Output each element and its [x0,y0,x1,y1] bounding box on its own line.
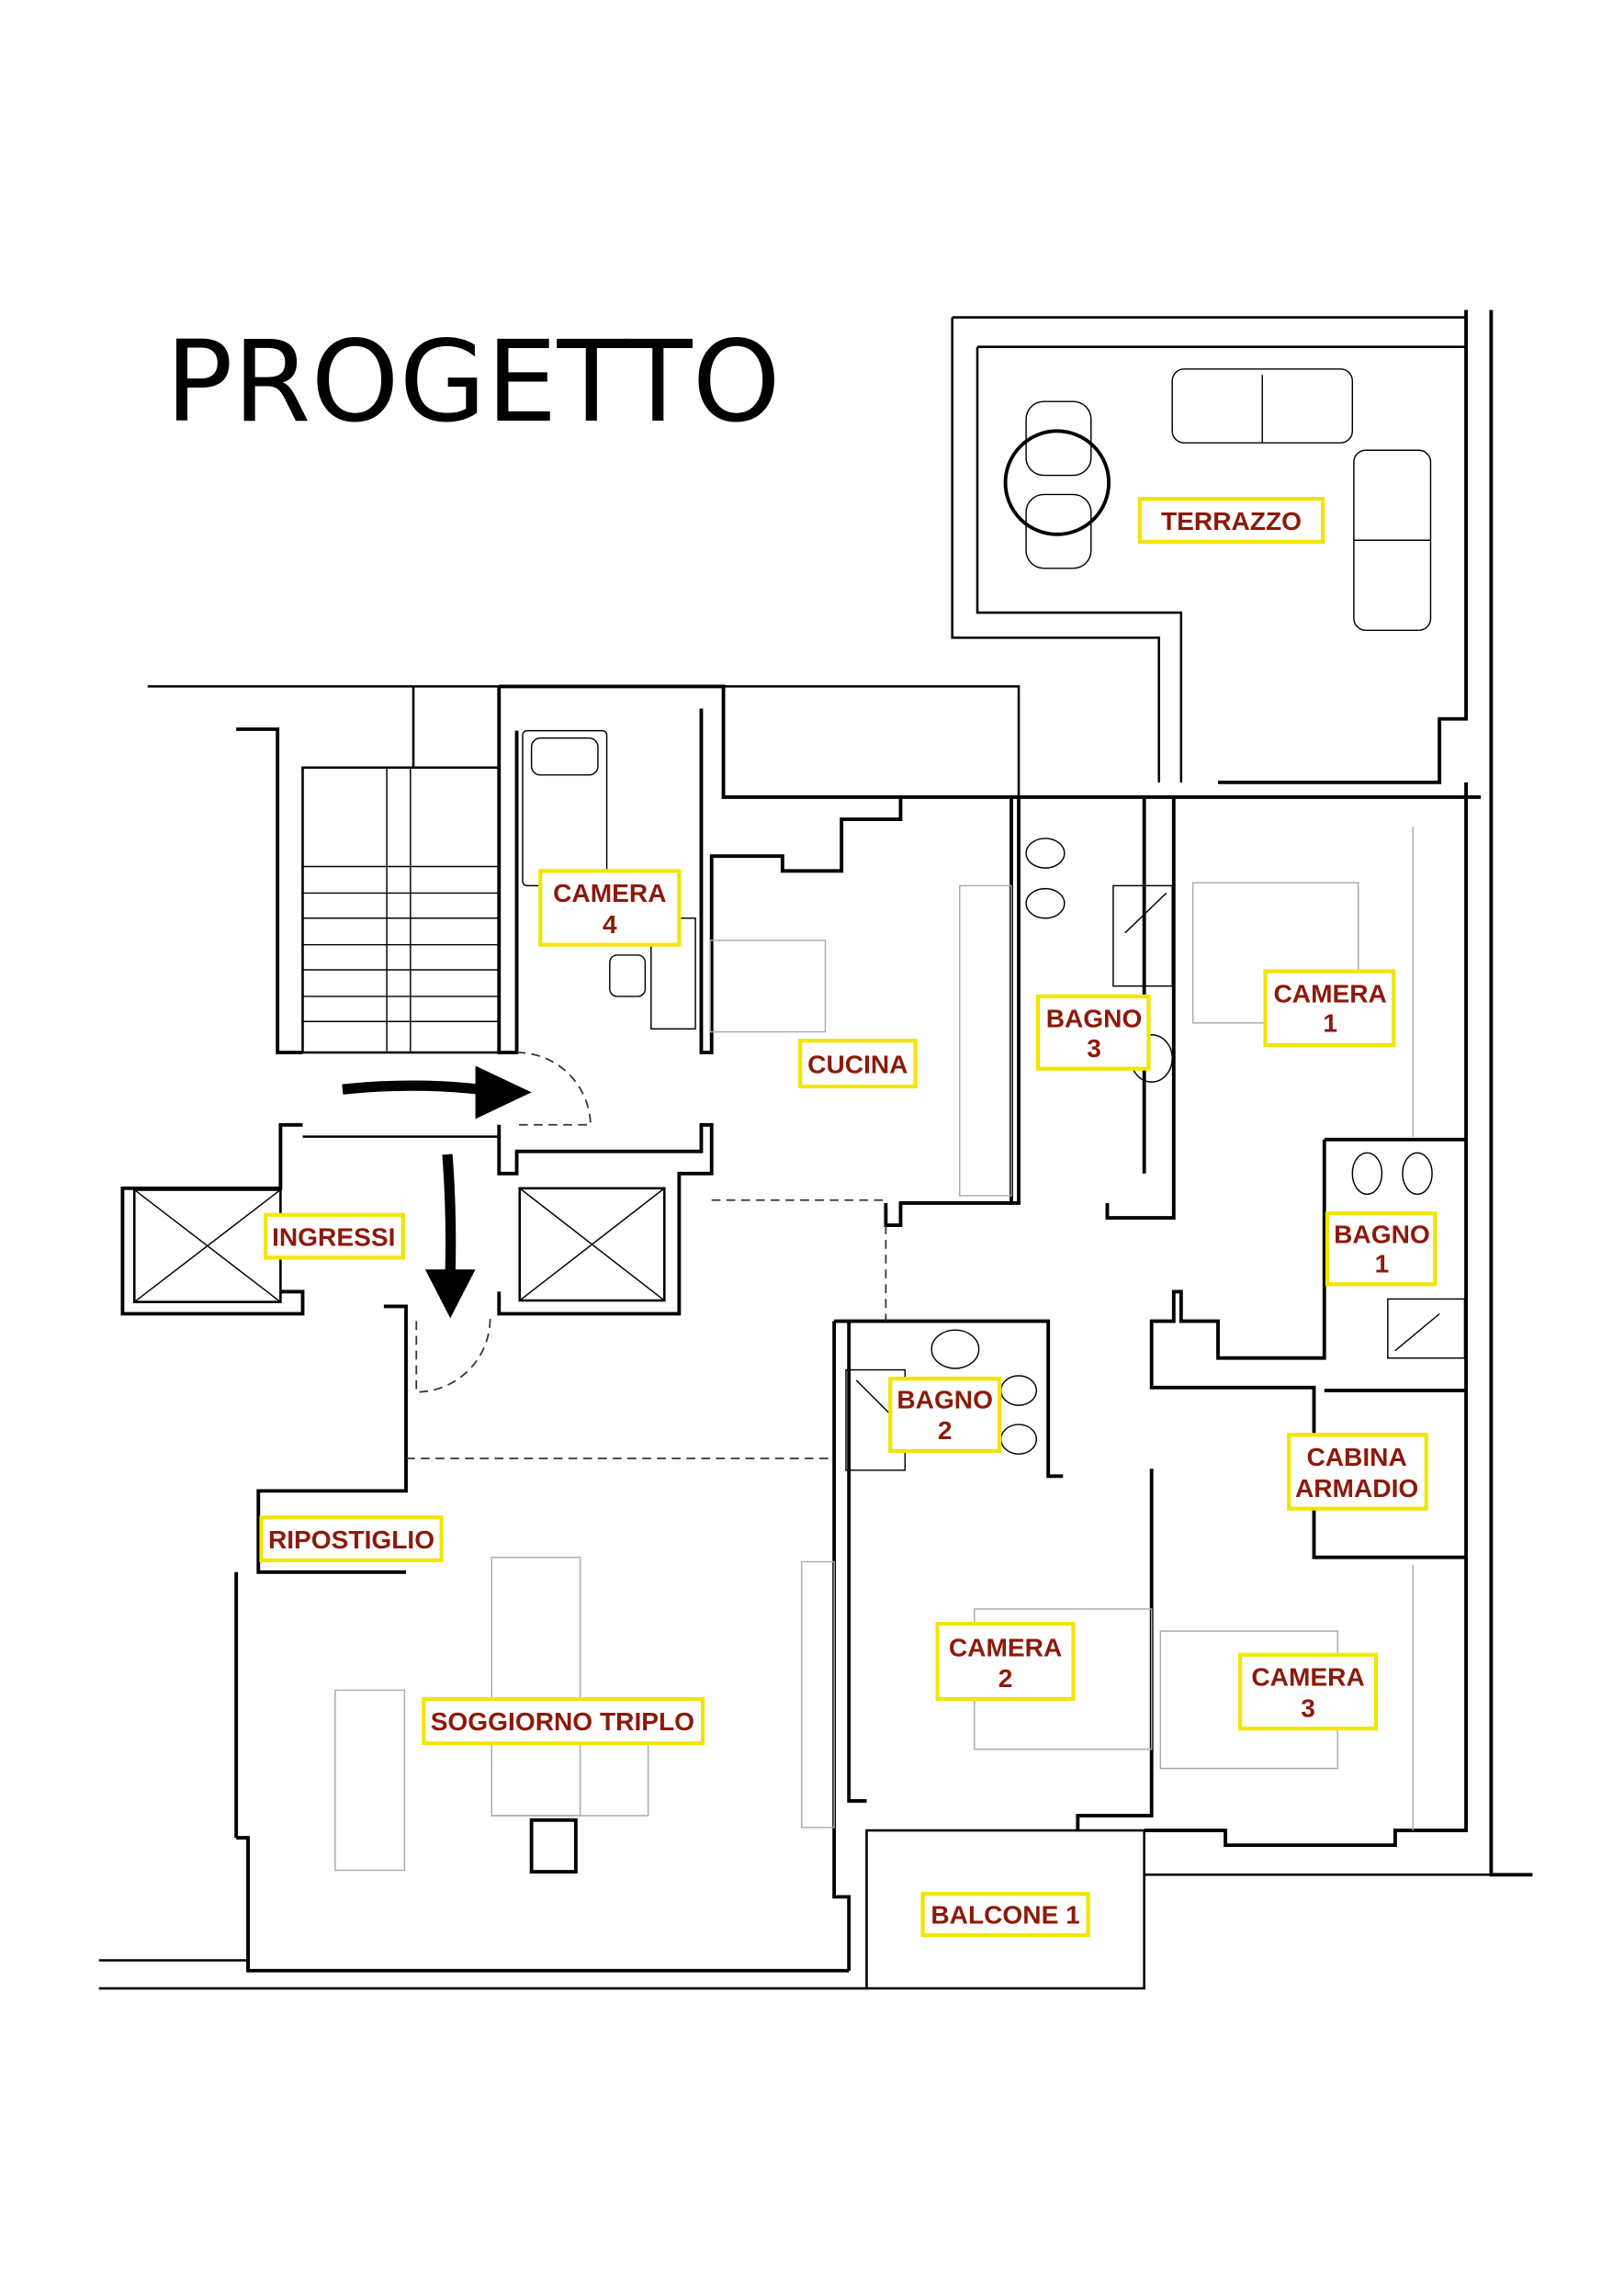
room-label-balcone-1: BALCONE 1 [920,1892,1090,1938]
room-label-cabina-armadio: CABINA ARMADIO [1287,1433,1428,1511]
room-label-bagno-2: BAGNO 2 [888,1377,1002,1454]
svg-text:CAMERA: CAMERA [1273,979,1386,1007]
svg-text:4: 4 [603,910,617,939]
building-walls [98,684,1492,1990]
svg-text:CABINA: CABINA [1306,1443,1406,1471]
door-swings [406,1052,887,1459]
svg-text:CAMERA: CAMERA [1251,1663,1364,1692]
svg-text:BALCONE 1: BALCONE 1 [930,1900,1079,1929]
terrace-furniture [1003,368,1432,632]
room-label-camera-4: CAMERA 4 [538,869,682,947]
svg-text:CAMERA: CAMERA [949,1633,1062,1661]
svg-text:1: 1 [1375,1249,1390,1277]
svg-text:3: 3 [1301,1694,1315,1722]
room-label-camera-1: CAMERA 1 [1263,969,1396,1048]
svg-text:BAGNO: BAGNO [1334,1220,1430,1248]
svg-text:BAGNO: BAGNO [897,1385,993,1413]
page-title: PROGETTO [165,317,781,447]
svg-text:ARMADIO: ARMADIO [1295,1474,1418,1503]
svg-text:BAGNO: BAGNO [1046,1005,1143,1033]
room-label-soggiorno-triplo: SOGGIORNO TRIPLO [422,1696,705,1746]
svg-text:RIPOSTIGLIO: RIPOSTIGLIO [268,1525,434,1554]
svg-text:1: 1 [1323,1009,1337,1038]
room-label-bagno-3: BAGNO 3 [1035,994,1151,1071]
svg-text:2: 2 [938,1416,953,1445]
room-label-bagno-1: BAGNO 1 [1325,1211,1438,1287]
entrance-arrows [342,1065,532,1319]
svg-text:INGRESSI: INGRESSI [272,1223,395,1252]
room-label-terrazzo: TERRAZZO [1137,497,1325,544]
svg-text:SOGGIORNO TRIPLO: SOGGIORNO TRIPLO [431,1707,694,1736]
room-label-camera-3: CAMERA 3 [1238,1652,1379,1731]
room-label-camera-2: CAMERA 2 [935,1621,1076,1702]
svg-text:TERRAZZO: TERRAZZO [1161,507,1302,535]
svg-text:3: 3 [1087,1034,1101,1063]
svg-text:CUCINA: CUCINA [807,1051,908,1079]
room-label-cucina: CUCINA [798,1039,918,1089]
room-label-ingressi: INGRESSI [264,1212,405,1260]
svg-text:2: 2 [998,1664,1013,1693]
svg-text:CAMERA: CAMERA [553,879,666,907]
room-label-ripostiglio: RIPOSTIGLIO [259,1515,444,1563]
